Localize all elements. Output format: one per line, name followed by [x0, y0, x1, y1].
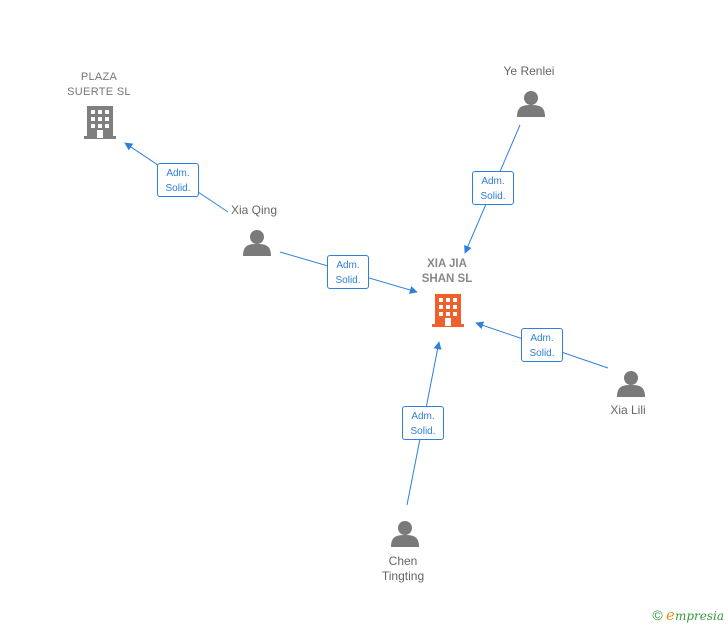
brand-name: mpresia	[674, 609, 724, 623]
copyright-symbol: ©	[652, 607, 663, 623]
person-label-chen-tingting[interactable]: Chen Tingting	[381, 554, 425, 583]
company-label-xia-jia-shan[interactable]: XIA JIA SHAN SL	[421, 258, 473, 285]
person-icon[interactable]	[391, 521, 419, 547]
brand-e-letter: e	[666, 606, 675, 624]
edge-label-chen-tingting-xia-jia-shan[interactable]: Adm. Solid.	[402, 406, 444, 440]
person-icon[interactable]	[517, 91, 545, 117]
edge-label-ye-renlei-xia-jia-shan[interactable]: Adm. Solid.	[472, 171, 514, 205]
empresia-logo[interactable]: © empresia	[652, 606, 724, 624]
person-label-ye-renlei[interactable]: Ye Renlei	[503, 64, 555, 78]
person-icon[interactable]	[243, 230, 271, 256]
company-label-plaza-suerte[interactable]: PLAZA SUERTE SL	[67, 71, 131, 98]
edge-label-xia-lili-xia-jia-shan[interactable]: Adm. Solid.	[521, 328, 563, 362]
person-label-xia-lili[interactable]: Xia Lili	[610, 403, 646, 417]
building-icon[interactable]	[432, 294, 464, 327]
building-icon[interactable]	[84, 106, 116, 139]
edge-label-xia-qing-xia-jia-shan[interactable]: Adm. Solid.	[327, 255, 369, 289]
person-icon[interactable]	[617, 371, 645, 397]
person-label-xia-qing[interactable]: Xia Qing	[230, 203, 278, 217]
edge-label-xia-qing-plaza-suerte[interactable]: Adm. Solid.	[157, 163, 199, 197]
